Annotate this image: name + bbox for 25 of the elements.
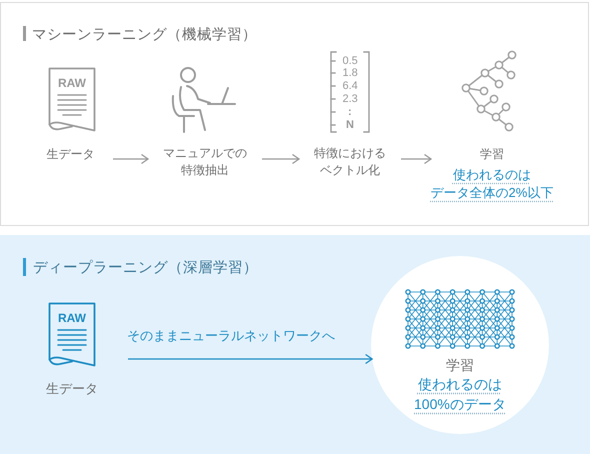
vector-value: :	[348, 105, 352, 119]
step-label: 生データ	[46, 146, 94, 162]
vector-value: 1.8	[342, 66, 358, 80]
step-label: 学習	[480, 146, 504, 162]
arrow	[401, 154, 432, 164]
arrow	[128, 354, 373, 364]
vector-value: N	[346, 118, 354, 132]
note-text: 使われるのはデータ全体の2%以下	[430, 166, 554, 202]
note-text: 使われるのは100%のデータ	[414, 375, 506, 414]
panel	[0, 2, 589, 226]
step-label: 生データ	[46, 380, 98, 398]
panel	[0, 235, 590, 454]
vector-value: 0.5	[342, 54, 358, 68]
step-label: マニュアルでの特徴抽出	[163, 145, 247, 179]
section-heading: マシーンラーニング（機械学習）	[32, 26, 257, 45]
step-label: 特徴におけるベクトル化	[314, 145, 386, 179]
vector-value: 6.4	[342, 79, 358, 93]
vector-value: 2.3	[342, 92, 358, 106]
document-title: RAW	[58, 76, 86, 90]
section-heading: ディープラーニング（深層学習）	[33, 258, 258, 278]
arrow	[262, 154, 300, 164]
arrow	[113, 154, 149, 164]
document-title: RAW	[58, 310, 86, 326]
edge-label: そのままニューラルネットワークへ	[127, 327, 335, 345]
step-label: 学習	[446, 356, 474, 375]
